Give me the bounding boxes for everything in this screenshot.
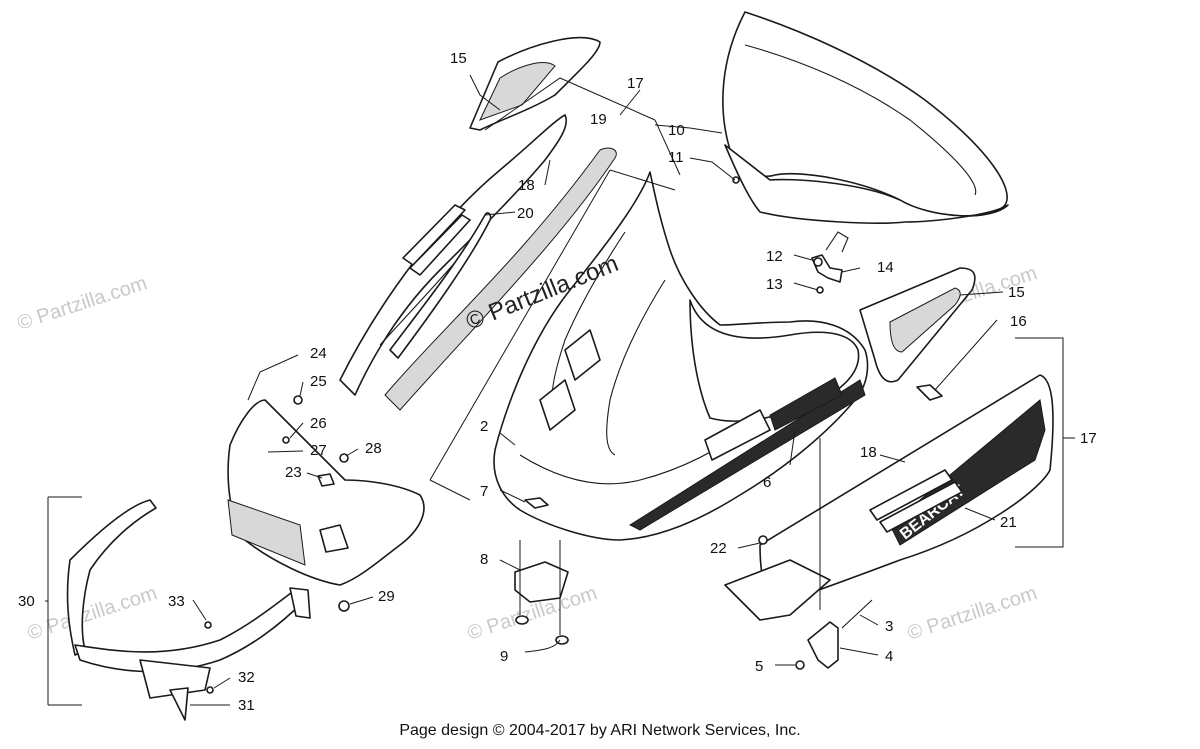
callout-23: 23 [285, 464, 302, 481]
hood-latch [514, 561, 569, 645]
callout-13: 13 [766, 276, 783, 293]
callout-17-top: 17 [627, 75, 644, 92]
callout-12: 12 [766, 248, 783, 265]
copyright-footer: Page design © 2004-2017 by ARI Network S… [399, 722, 801, 739]
side-vent-right [859, 267, 976, 383]
callout-9: 9 [500, 648, 508, 665]
windshield-bracket [811, 231, 849, 294]
callout-10: 10 [668, 122, 685, 139]
callout-14: 14 [877, 259, 894, 276]
rivet [732, 176, 740, 184]
callout-21: 21 [1000, 514, 1017, 531]
windshield [722, 11, 1009, 224]
callout-27: 27 [310, 442, 327, 459]
callout-33: 33 [168, 593, 185, 610]
callout-11: 11 [668, 149, 684, 166]
front-bumper [66, 499, 311, 721]
callout-17-right: 17 [1080, 430, 1097, 447]
watermark: © Partzilla.com [25, 582, 160, 645]
hood-stripe [628, 379, 866, 531]
callout-4: 4 [885, 648, 893, 665]
callout-6: 6 [763, 474, 771, 491]
callout-32: 32 [238, 669, 255, 686]
callout-7: 7 [480, 483, 488, 500]
callouts: 15 17 19 10 11 18 20 12 13 14 15 16 24 2… [18, 50, 1097, 714]
callout-30: 30 [18, 593, 35, 610]
side-vent-left [469, 36, 601, 131]
mount-hardware [795, 599, 873, 670]
callout-28: 28 [365, 440, 382, 457]
watermark: © Partzilla.com [905, 582, 1040, 645]
callout-31: 31 [238, 697, 255, 714]
callout-22: 22 [710, 540, 727, 557]
callout-29: 29 [378, 588, 395, 605]
callout-18-right: 18 [860, 444, 877, 461]
heat-shield-strip [384, 147, 617, 411]
callout-5: 5 [755, 658, 763, 675]
hood [493, 171, 869, 541]
callout-16: 16 [1010, 313, 1027, 330]
callout-25: 25 [310, 373, 327, 390]
side-panel-left [339, 114, 567, 396]
callout-20: 20 [517, 205, 534, 222]
callout-15-right: 15 [1008, 284, 1025, 301]
callout-8: 8 [480, 551, 488, 568]
callout-2: 2 [480, 418, 488, 435]
side-panel-right: BEARCAT [724, 374, 1054, 621]
callout-18-left: 18 [518, 177, 535, 194]
watermark: © Partzilla.com [15, 272, 150, 335]
callout-24: 24 [310, 345, 327, 362]
callout-3: 3 [885, 618, 893, 635]
front-nose [227, 395, 425, 612]
callout-19: 19 [590, 111, 607, 128]
callout-15-top: 15 [450, 50, 467, 67]
leader-lines [45, 74, 1075, 706]
callout-26: 26 [310, 415, 327, 432]
